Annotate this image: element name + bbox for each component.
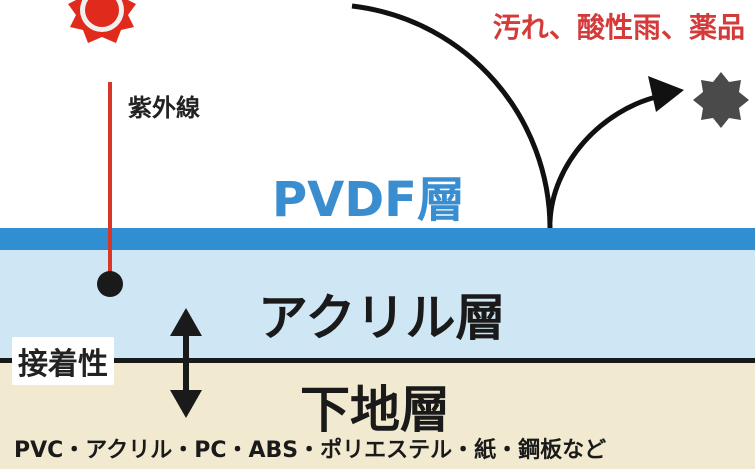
pvdf-layer-label: PVDF層 <box>272 172 465 228</box>
contaminants-label: 汚れ、酸性雨、薬品 <box>492 11 745 44</box>
base-layer-label: 下地層 <box>300 381 450 439</box>
base-band <box>0 363 755 469</box>
uv-absorption-dot <box>97 271 123 297</box>
adhesion-label: 接着性 <box>12 337 114 385</box>
base-materials-label: PVC・アクリル・PC・ABS・ポリエステル・紙・鋼板など <box>14 438 607 463</box>
acrylic-band <box>0 250 755 361</box>
deflection-path <box>351 3 553 229</box>
double-arrow-icon <box>170 308 202 418</box>
contaminant-particle-icon <box>693 72 749 128</box>
arrowhead <box>648 76 684 112</box>
uv-label: 紫外線 <box>128 94 200 122</box>
adhesion-boundary-line <box>0 358 755 363</box>
pvdf-band <box>0 228 755 250</box>
sun-icon <box>68 0 136 43</box>
acrylic-layer-label: アクリル層 <box>258 289 506 347</box>
deflection-arrow-icon <box>547 93 661 223</box>
